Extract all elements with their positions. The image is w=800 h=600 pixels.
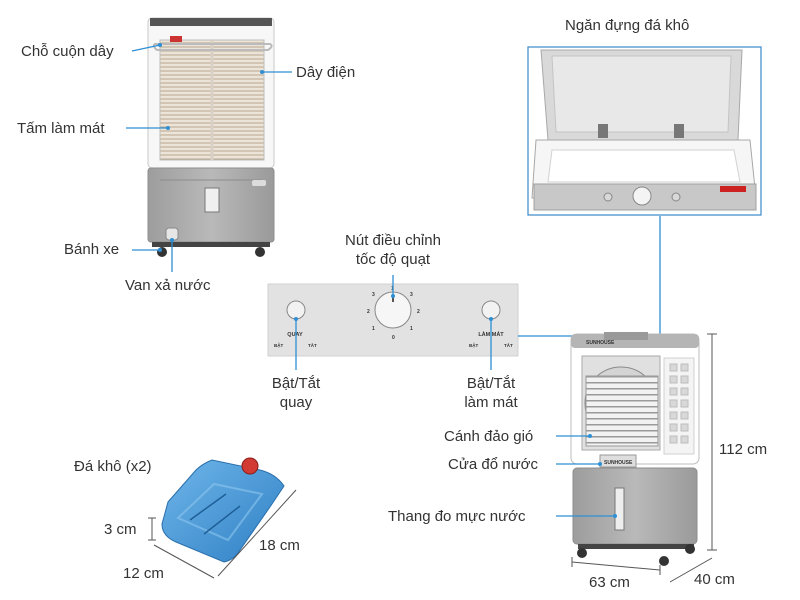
label-fan-speed-knob-line2: tốc độ quạt bbox=[355, 251, 431, 268]
front-base bbox=[572, 467, 698, 545]
louver-grille bbox=[585, 375, 659, 447]
swing-knob bbox=[286, 300, 306, 320]
label-cord-coil: Chỗ cuộn dây bbox=[21, 43, 114, 60]
speed-mark-3: 1 bbox=[372, 326, 375, 332]
label-swing-toggle-line2: quay bbox=[279, 394, 313, 411]
brand-text-door: SUNHOUSE bbox=[604, 460, 633, 466]
dim-height: 112 cm bbox=[719, 441, 768, 458]
label-water-gauge: Thang đo mực nước bbox=[388, 508, 526, 525]
bat-text-right: BẬT bbox=[469, 342, 478, 348]
dim-ice-width: 12 cm bbox=[123, 565, 164, 582]
label-swing-toggle-line1: Bật/Tắt bbox=[271, 375, 321, 392]
label-cooling-pad: Tấm làm mát bbox=[17, 120, 105, 137]
ice-pack-cap bbox=[241, 457, 259, 475]
tat-text-left: TẮT bbox=[308, 341, 317, 348]
water-inlet-door bbox=[599, 454, 637, 468]
dim-ice-thickness: 3 cm bbox=[104, 521, 137, 538]
tat-text-right: TẮT bbox=[504, 341, 513, 348]
front-dimension-lines bbox=[571, 333, 717, 583]
cord-hook bbox=[152, 43, 273, 51]
speed-mark-4: 0 bbox=[392, 335, 395, 341]
speed-mark-5: 1 bbox=[410, 326, 413, 332]
speed-mark-1: 3 bbox=[372, 292, 375, 298]
label-ice-tray: Ngăn đựng đá khô bbox=[565, 17, 690, 34]
ice-dimension-lines bbox=[148, 489, 297, 579]
cooling-knob bbox=[481, 300, 501, 320]
label-water-inlet: Cửa đổ nước bbox=[448, 456, 538, 473]
dim-width: 63 cm bbox=[589, 574, 630, 591]
label-fan-speed-knob: Nút điều chỉnh tốc độ quạt bbox=[318, 231, 468, 269]
quay-text: QUAY bbox=[287, 332, 303, 338]
back-view-leaders bbox=[126, 43, 292, 272]
label-cooling-toggle: Bật/Tắt làm mát bbox=[441, 374, 541, 412]
speed-mark-2: 2 bbox=[367, 309, 370, 315]
cooler-back-view bbox=[147, 17, 275, 257]
label-louver: Cánh đảo gió bbox=[444, 428, 534, 445]
bat-text-left: BẬT bbox=[274, 342, 283, 348]
speed-mark-7: 3 bbox=[410, 292, 413, 298]
cooler-front-view: SUNHOUSE SUNHOUSE bbox=[570, 332, 700, 566]
dim-depth: 40 cm bbox=[694, 571, 735, 588]
ice-tray-inset bbox=[527, 46, 762, 216]
label-swing-toggle: Bật/Tắt quay bbox=[246, 374, 346, 412]
label-cooling-toggle-line1: Bật/Tắt bbox=[466, 375, 516, 392]
speed-mark-6: 2 bbox=[417, 309, 420, 315]
wheel bbox=[157, 247, 167, 257]
label-fan-speed-knob-line1: Nút điều chỉnh bbox=[345, 232, 441, 249]
brand-text-top: SUNHOUSE bbox=[586, 340, 615, 346]
label-cooling-toggle-line2: làm mát bbox=[464, 394, 518, 411]
label-wheel: Bánh xe bbox=[64, 241, 120, 258]
water-level-gauge bbox=[614, 487, 625, 531]
dim-ice-length: 18 cm bbox=[259, 537, 300, 554]
ice-pack bbox=[161, 457, 285, 563]
label-drain-valve: Van xả nước bbox=[125, 277, 211, 294]
front-view-leaders bbox=[556, 434, 617, 518]
label-power-cord: Dây điện bbox=[296, 64, 356, 81]
label-ice-pack: Đá khô (x2) bbox=[74, 458, 152, 475]
